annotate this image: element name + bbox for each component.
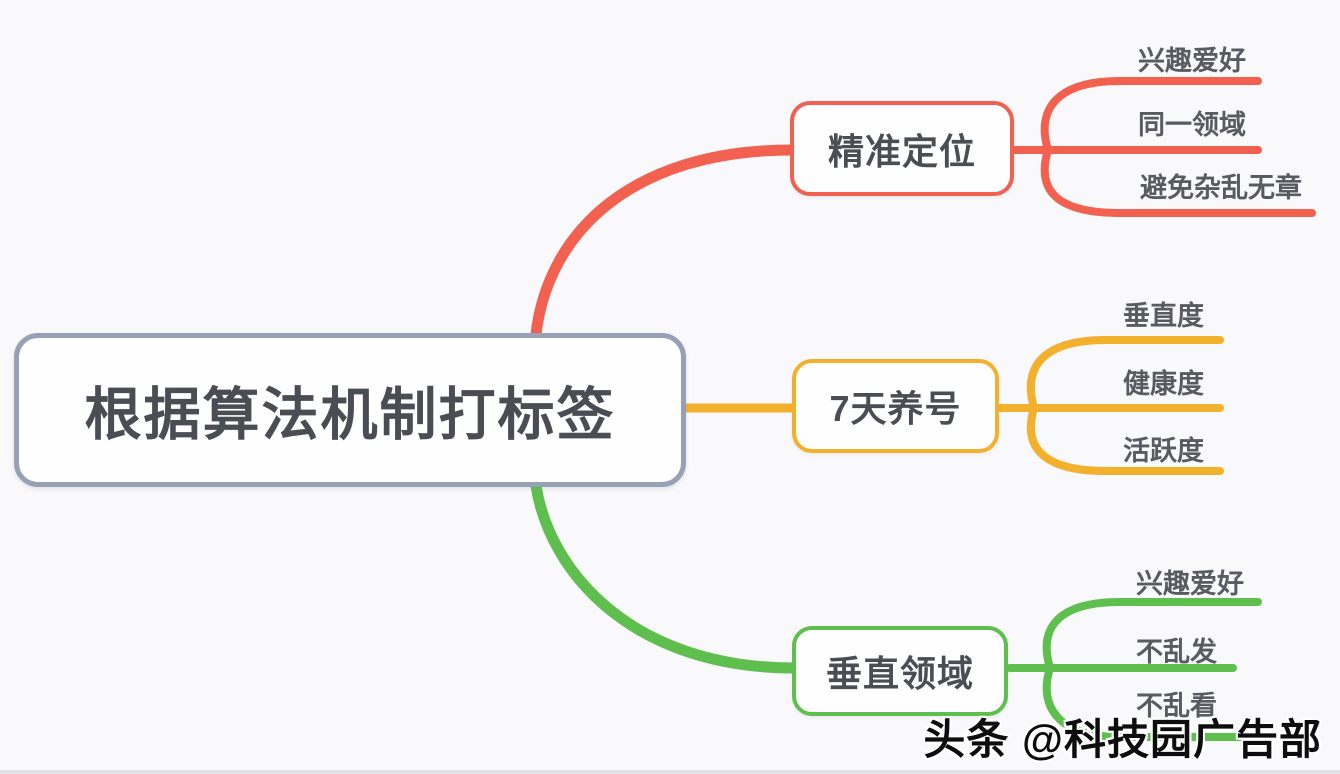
yellow-fork-upper (1026, 336, 1224, 412)
leaf-label-red-2[interactable]: 同一领域 (1138, 110, 1246, 140)
leaf-label-yellow-2[interactable]: 健康度 (1123, 369, 1204, 399)
bottom-edge-strip (0, 770, 1340, 774)
leaf-label-red-1[interactable]: 兴趣爱好 (1138, 46, 1246, 76)
leaf-label-green-1[interactable]: 兴趣爱好 (1136, 569, 1244, 599)
leaf-label-yellow-3[interactable]: 活跃度 (1123, 436, 1204, 466)
green-fork-lower (1042, 664, 1266, 741)
central-topic-node[interactable]: 根据算法机制打标签 (14, 333, 686, 487)
leaf-label-green-3[interactable]: 不乱看 (1136, 691, 1217, 721)
green-branch-curve (530, 480, 800, 674)
yellow-fork-lower (1026, 404, 1224, 475)
branch-node-vertical-field[interactable]: 垂直领域 (792, 626, 1008, 716)
red-fork-lower (1040, 146, 1316, 217)
branch-node-7day-account-raising[interactable]: 7天养号 (792, 359, 999, 453)
red-branch-curve (530, 144, 798, 340)
red-fork-upper (1040, 77, 1262, 154)
leaf-label-green-2[interactable]: 不乱发 (1136, 637, 1217, 667)
leaf-label-yellow-1[interactable]: 垂直度 (1123, 301, 1204, 331)
leaf-label-red-3[interactable]: 避免杂乱无章 (1140, 173, 1302, 203)
green-fork-upper (1042, 598, 1262, 672)
watermark-text: 头条 @科技园广告部 (923, 716, 1322, 763)
branch-node-precise-positioning[interactable]: 精准定位 (790, 101, 1014, 196)
